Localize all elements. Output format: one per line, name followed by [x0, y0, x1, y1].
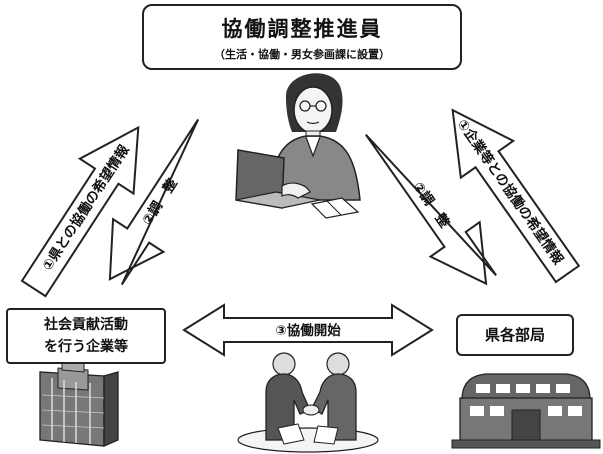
companies-box: 社会貢献活動 を行う企業等: [6, 308, 166, 364]
companies-label-line2: を行う企業等: [44, 339, 128, 355]
coordinator-box: 協働調整推進員 （生活・協働・男女参画課に設置）: [142, 4, 462, 70]
arrow-bottom-label: ③協働開始: [275, 322, 341, 339]
arrow-bottom-double: ③協働開始: [182, 303, 434, 357]
government-office-icon: [451, 373, 601, 449]
prefecture-departments-label: 県各部局: [484, 326, 545, 344]
skyscraper-building-icon: [39, 359, 119, 447]
companies-label-line1: 社会貢献活動: [44, 317, 128, 333]
coordinator-subtitle: （生活・協働・男女参画課に設置）: [214, 48, 390, 61]
handshake-businessmen-icon: [237, 352, 379, 453]
office-worker-woman-icon: [235, 73, 361, 219]
coordinator-title: 協働調整推進員: [221, 17, 383, 41]
prefecture-departments-box: 県各部局: [456, 314, 574, 356]
